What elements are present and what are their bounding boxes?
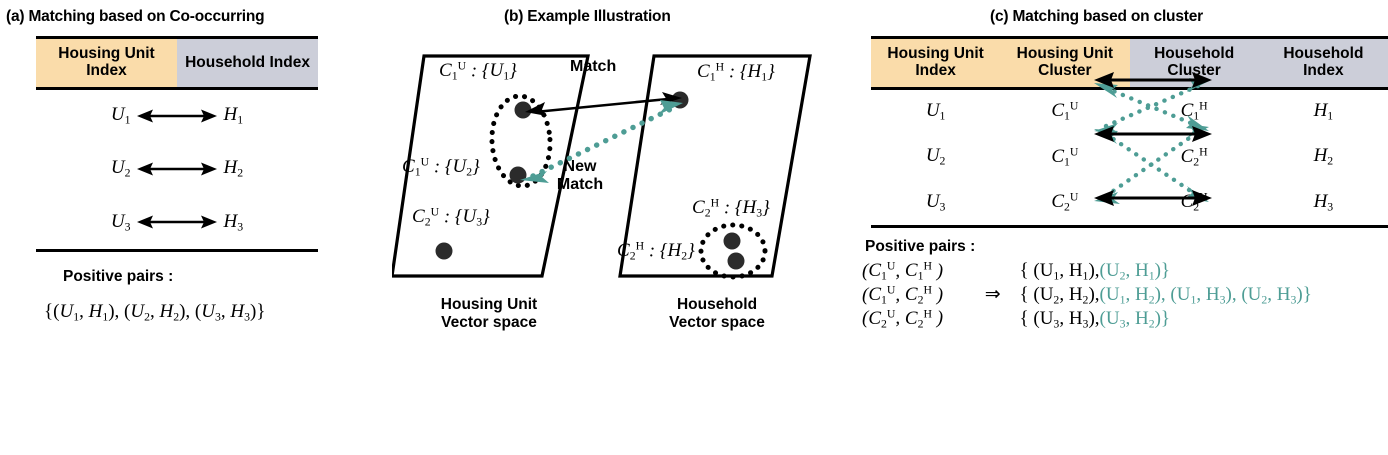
pairs-arrow: ⇒ <box>984 283 1001 305</box>
cell-household-index: H2 <box>1313 145 1334 168</box>
pairs-black-set: { (U2, H2), <box>1019 283 1100 307</box>
cluster-outline-dotted-right <box>698 222 768 280</box>
household-vector-space-label: Household Vector space <box>669 296 765 331</box>
panel-c-title: (c) Matching based on cluster <box>990 8 1203 25</box>
table-row: U1 H1 <box>36 88 318 142</box>
pairs-row: (C1U, C2H ) ⇒ { (U2, H2),(U1, H2), (U1, … <box>862 283 1388 307</box>
pairs-green-set: (U2, H1)} <box>1099 260 1171 283</box>
panel-a-title: (a) Matching based on Co-occurring <box>6 8 265 25</box>
pairs-green-set: (U3, H2)} <box>1099 307 1171 331</box>
pairs-black-set: { (U1, H1), <box>1019 260 1100 283</box>
new-match-label: New Match <box>556 158 604 193</box>
housing-unit-vector-space-label: Housing Unit Vector space <box>440 296 538 331</box>
point-h2 <box>727 252 745 270</box>
pairs-green-set: (U1, H2), (U1, H3), (U2, H3)} <box>1099 283 1312 307</box>
label-c1h-h1: C1H : {H1} <box>697 61 775 84</box>
cluster-outline-dotted-left <box>489 93 553 189</box>
pairs-key: (C1U, C2H ) <box>862 283 944 307</box>
cell-household-index: H3 <box>1258 180 1388 228</box>
point-u3 <box>435 242 453 260</box>
cell-housing-unit-cluster: C1U <box>1051 99 1079 123</box>
cell-housing-unit-index: U1 <box>925 100 946 123</box>
cell-household-index: H1 <box>1313 100 1334 123</box>
column-header-housing-unit-index: Housing Unit Index <box>871 36 1001 90</box>
housing-unit-label: U1 <box>110 104 131 127</box>
table-header-row: Housing Unit Index Housing Unit Cluster … <box>871 36 1388 90</box>
panel-b-vector-space-diagram <box>392 54 812 280</box>
column-header-household-cluster: Household Cluster <box>1129 36 1259 90</box>
panel-c-positive-pairs-label: Positive pairs : <box>865 237 976 255</box>
cell-household-cluster: C2H <box>1180 145 1208 169</box>
match-pair-cell: U1 H1 <box>36 88 318 142</box>
double-headed-arrow-icon <box>135 212 219 232</box>
housing-unit-label: U3 <box>110 210 131 234</box>
panel-b-title: (b) Example Illustration <box>504 8 671 25</box>
match-label: Match <box>570 58 617 75</box>
label-c1u-u1: C1U : {U1} <box>439 60 517 83</box>
double-headed-arrow-icon <box>135 106 219 126</box>
column-header-housing-unit-cluster: Housing Unit Cluster <box>1000 36 1130 90</box>
panel-c-positive-pairs-list: (C1U, C1H ) { (U1, H1),(U2, H1)} (C1U, C… <box>862 259 1388 330</box>
point-h3 <box>723 232 741 250</box>
double-headed-arrow-icon <box>135 159 219 179</box>
panel-c-matching-based-on-cluster: (c) Matching based on cluster Housing Un… <box>860 8 1388 330</box>
cell-household-cluster: C2H <box>1129 180 1259 228</box>
label-c2u-u3: C2U : {U3} <box>412 206 490 229</box>
household-label: H1 <box>223 104 244 127</box>
match-pair-cell: U2 H2 <box>36 142 318 196</box>
panel-a-matching-co-occurring: (a) Matching based on Co-occurring Housi… <box>0 8 380 324</box>
pairs-key: (C1U, C1H ) <box>862 259 944 283</box>
cell-housing-unit-index: U3 <box>871 180 1001 228</box>
pairs-row: (C1U, C1H ) { (U1, H1),(U2, H1)} <box>862 259 1388 283</box>
label-c2h-h2: C2H : {H2} <box>617 240 695 263</box>
table-row: U3 C2U C2H H3 <box>871 180 1388 228</box>
match-pair-cell: U3 H3 <box>36 196 318 252</box>
column-header-household-index: Household Index <box>1258 36 1388 90</box>
panel-c-table: Housing Unit Index Housing Unit Cluster … <box>871 36 1388 228</box>
panel-a-table: Housing Unit Index Household Index U1 <box>36 36 318 252</box>
cell-housing-unit-cluster: C2U <box>1000 180 1130 228</box>
label-c2h-h3: C2H : {H3} <box>692 197 770 220</box>
cell-household-cluster: C1H <box>1180 99 1208 123</box>
pairs-row: (C2U, C2H ) { (U3, H3),(U3, H2)} <box>862 308 1388 330</box>
cell-housing-unit-index: U2 <box>925 145 946 168</box>
panel-a-positive-pairs-label: Positive pairs : <box>63 267 174 285</box>
table-header-row: Housing Unit Index Household Index <box>36 36 318 90</box>
point-u1 <box>514 101 532 119</box>
new-match-arrow-green <box>520 100 683 183</box>
panel-b-example-illustration: (b) Example Illustration <box>392 8 862 368</box>
table-row: U3 H3 <box>36 196 318 252</box>
table-row: U1 C1U C1H H1 <box>871 88 1388 134</box>
column-header-housing-unit-index: Housing Unit Index <box>36 36 177 90</box>
household-label: H3 <box>223 210 244 234</box>
housing-unit-label: U2 <box>110 157 131 180</box>
household-label: H2 <box>223 157 244 180</box>
point-u2 <box>509 166 527 184</box>
pairs-key: (C2U, C2H ) <box>862 307 944 331</box>
pairs-black-set: { (U3, H3), <box>1019 307 1100 331</box>
column-header-household-index: Household Index <box>177 36 318 90</box>
table-row: U2 C1U C2H H2 <box>871 134 1388 180</box>
cell-housing-unit-cluster: C1U <box>1051 145 1079 169</box>
label-c1u-u2: C1U : {U2} <box>402 156 480 179</box>
table-row: U2 H2 <box>36 142 318 196</box>
panel-a-positive-pairs-set: {(U1, H1), (U2, H2), (U3, H3)} <box>44 300 266 324</box>
